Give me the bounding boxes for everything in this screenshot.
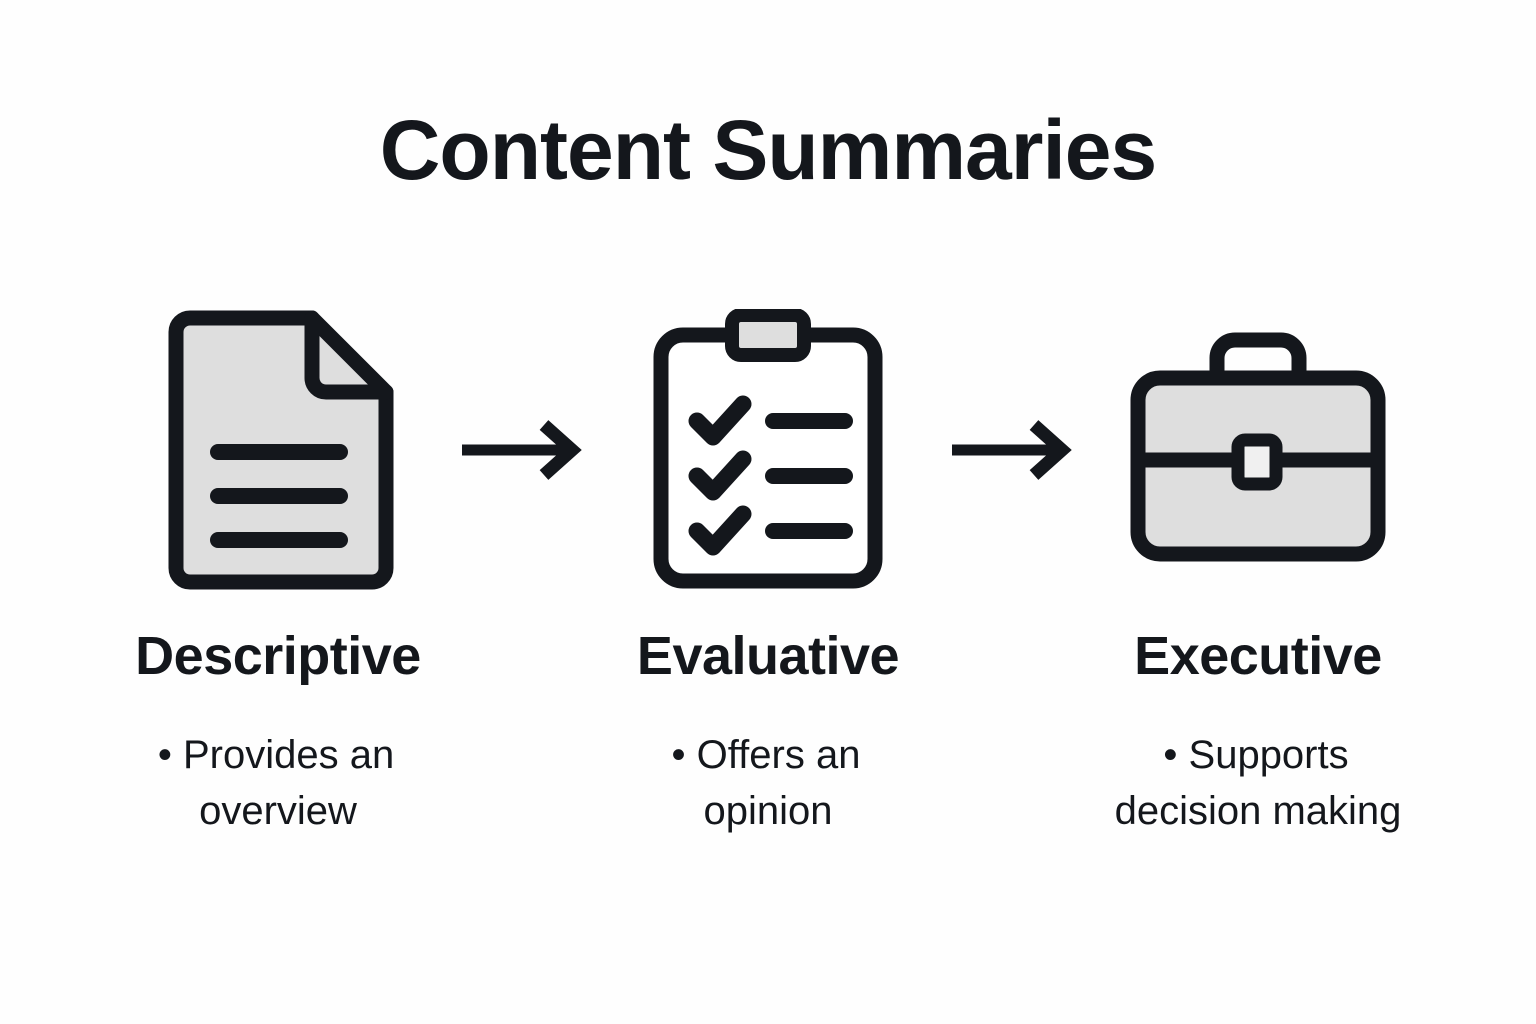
column-title-evaluative: Evaluative bbox=[636, 626, 900, 686]
bullet-text: Supports decision making bbox=[1114, 732, 1402, 834]
list-item: • Provides an overview bbox=[128, 727, 428, 841]
column-executive: Executive • Supports decision making bbox=[1108, 628, 1408, 840]
bullet-list-evaluative: • Offers an opinion bbox=[618, 727, 918, 841]
briefcase-icon bbox=[1130, 332, 1386, 562]
document-icon bbox=[168, 310, 394, 590]
list-item: • Supports decision making bbox=[1108, 727, 1408, 841]
arrow-right-icon bbox=[952, 420, 1072, 480]
column-descriptive: Descriptive • Provides an overview bbox=[128, 628, 428, 840]
bullet-dot-icon: • bbox=[671, 732, 686, 777]
column-evaluative: Evaluative • Offers an opinion bbox=[618, 628, 918, 840]
arrow-slot-1 bbox=[428, 300, 618, 600]
bullet-list-descriptive: • Provides an overview bbox=[128, 727, 428, 841]
bullet-list-executive: • Supports decision making bbox=[1108, 727, 1408, 841]
bullet-dot-icon: • bbox=[157, 732, 172, 777]
bullet-dot-icon: • bbox=[1163, 732, 1178, 777]
bullet-text: Offers an opinion bbox=[696, 732, 861, 834]
icon-slot-evaluative bbox=[618, 300, 918, 600]
list-item: • Offers an opinion bbox=[618, 727, 918, 841]
column-title-descriptive: Descriptive bbox=[135, 626, 421, 686]
arrow-slot-2 bbox=[918, 300, 1108, 600]
clipboard-checklist-icon bbox=[653, 309, 883, 589]
bullet-text: Provides an overview bbox=[182, 732, 395, 834]
icon-flow-row bbox=[0, 300, 1536, 600]
icon-slot-descriptive bbox=[128, 300, 428, 600]
arrow-right-icon bbox=[462, 420, 582, 480]
column-title-executive: Executive bbox=[1134, 626, 1382, 686]
icon-slot-executive bbox=[1108, 300, 1408, 600]
caption-row: Descriptive • Provides an overview Evalu… bbox=[0, 628, 1536, 840]
page-title: Content Summaries bbox=[379, 103, 1158, 197]
